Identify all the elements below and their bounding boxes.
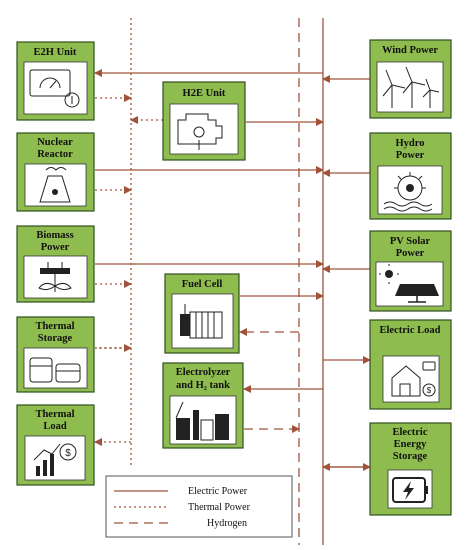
wind-power-unit: Wind Power xyxy=(369,39,452,119)
h2e-unit: H2E Unit xyxy=(162,81,246,161)
pv-solar-unit: PV Solar Power xyxy=(369,230,452,312)
legend-hydrogen-label: Hydrogen xyxy=(207,518,247,529)
gauge-icon xyxy=(29,69,80,108)
dollar-chart-icon: $ xyxy=(33,443,77,476)
thermal-load-label-1: Thermal xyxy=(35,409,74,420)
plant-plug-icon xyxy=(38,262,72,292)
buses xyxy=(130,18,324,545)
electric-storage-unit: Electric Energy Storage xyxy=(369,422,452,516)
storage-label-2: Energy xyxy=(394,439,427,450)
battery-icon xyxy=(392,477,428,503)
storage-label-3: Storage xyxy=(393,451,428,462)
wind-turbine-icon xyxy=(382,66,440,108)
biomass-label-2: Power xyxy=(41,242,70,253)
electrolyzer-label-1: Electrolyzer xyxy=(176,367,231,378)
e2h-unit: E2H Unit xyxy=(16,41,95,121)
legend-electric-label: Electric Power xyxy=(188,486,248,497)
biomass-power-unit: Biomass Power xyxy=(16,225,95,303)
factory-icon xyxy=(175,401,229,441)
nuclear-label-2: Reactor xyxy=(37,149,73,160)
fuel-cell-icon xyxy=(180,304,223,339)
thermal-storage-unit: Thermal Storage xyxy=(16,316,95,393)
thermal-storage-label-1: Thermal xyxy=(35,321,74,332)
thermal-load-unit: Thermal Load $ xyxy=(16,404,95,486)
thermal-storage-label-2: Storage xyxy=(38,333,73,344)
tanks-icon xyxy=(29,357,81,383)
svg-text:$: $ xyxy=(427,386,432,395)
water-wheel-icon xyxy=(383,172,433,212)
nuclear-reactor-unit: Nuclear Reactor xyxy=(16,132,95,212)
nuclear-label-1: Nuclear xyxy=(37,137,73,148)
engine-icon xyxy=(177,113,223,150)
fuel-cell-unit: Fuel Cell xyxy=(164,273,240,354)
electrolyzer-unit: Electrolyzer and H₂ tank xyxy=(162,362,244,449)
legend: Electric Power Thermal Power Hydrogen xyxy=(105,475,293,538)
electrolyzer-label-2: and H₂ tank xyxy=(176,380,230,391)
storage-label-1: Electric xyxy=(393,427,428,438)
hydro-power-unit: Hydro Power xyxy=(369,132,452,220)
hydro-label-2: Power xyxy=(396,150,425,161)
legend-thermal-label: Thermal Power xyxy=(188,502,251,513)
radiation-icon xyxy=(39,167,71,203)
h2e-label: H2E Unit xyxy=(183,88,226,99)
connections xyxy=(94,69,371,471)
pv-label-2: Power xyxy=(396,248,425,259)
solar-panel-icon xyxy=(379,264,439,303)
biomass-label-1: Biomass xyxy=(36,230,73,241)
electric-load-unit: Electric Load $ xyxy=(369,319,452,410)
pv-label-1: PV Solar xyxy=(390,236,431,247)
e2h-label: E2H Unit xyxy=(34,47,77,58)
house-boxes-icon: $ xyxy=(391,361,436,397)
electric-load-label: Electric Load xyxy=(380,325,441,336)
hydro-label-1: Hydro xyxy=(396,138,425,149)
thermal-load-label-2: Load xyxy=(43,421,67,432)
fuel-cell-label: Fuel Cell xyxy=(182,279,223,290)
wind-label: Wind Power xyxy=(382,45,438,56)
svg-text:$: $ xyxy=(65,448,71,459)
